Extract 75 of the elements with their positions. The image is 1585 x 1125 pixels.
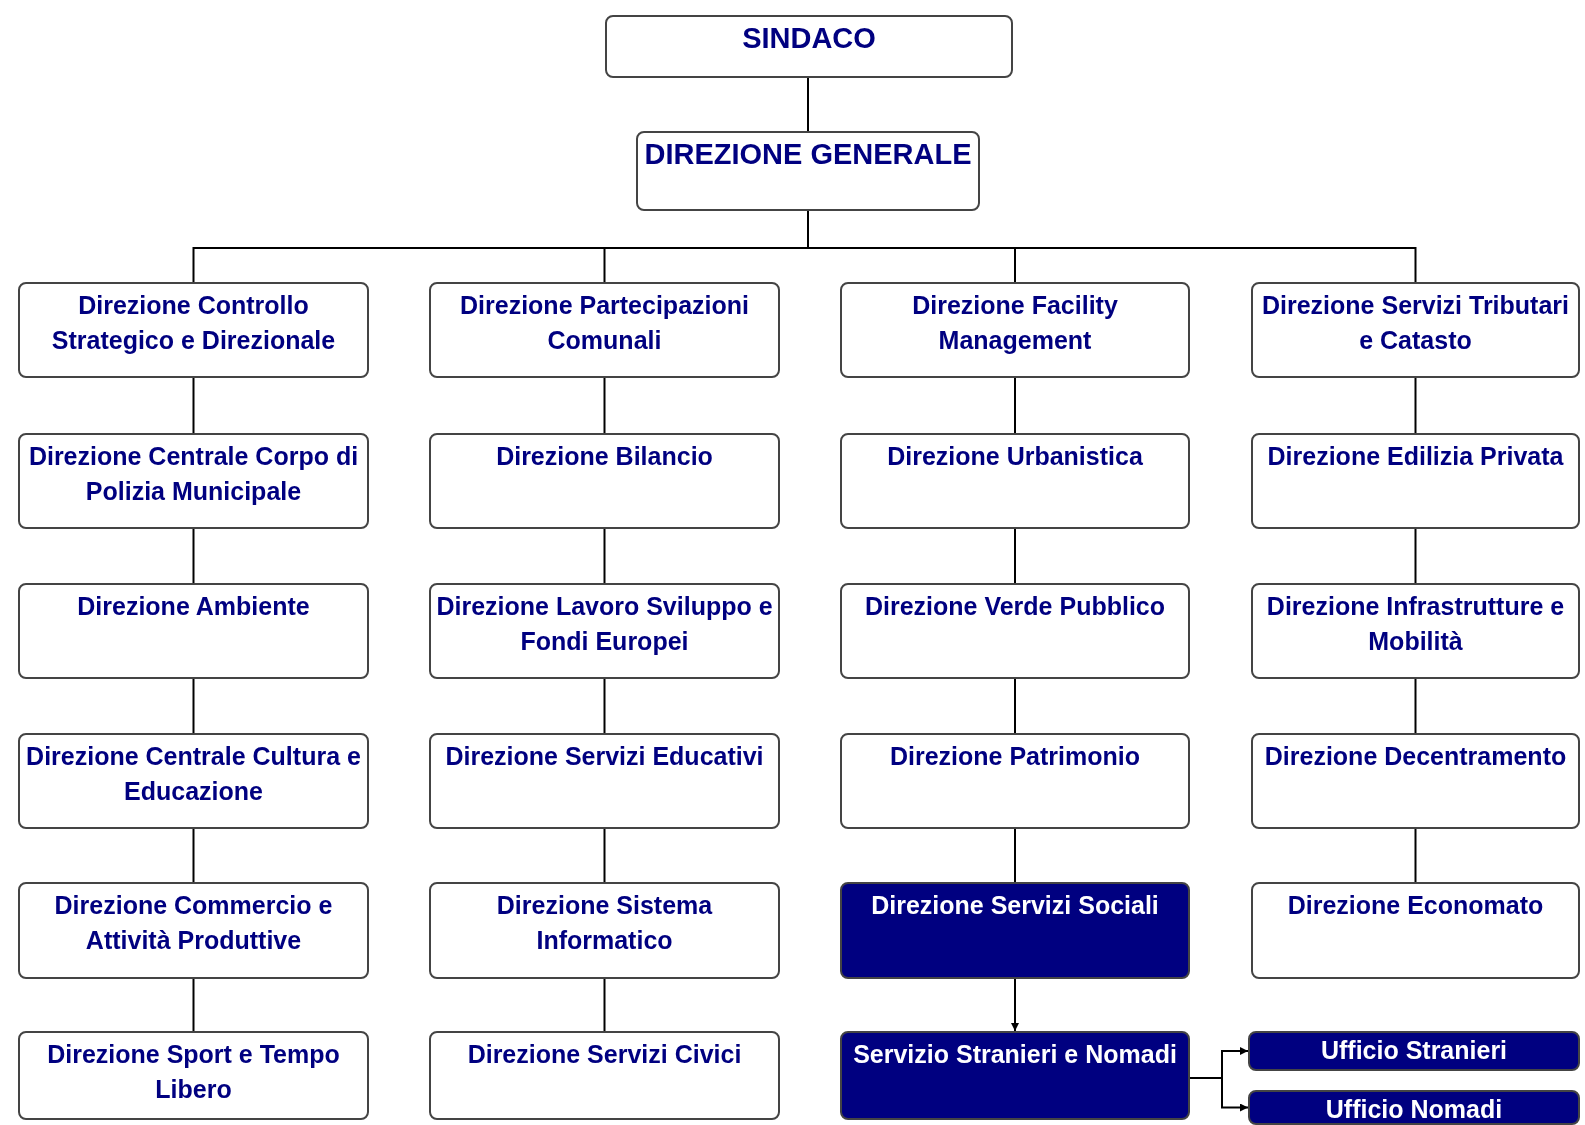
box-label: Direzione Controllo Strategico e Direzionale: [50, 290, 337, 356]
org-box: [429, 433, 780, 529]
connector-line: [1414, 678, 1417, 734]
org-box: [1251, 882, 1580, 979]
connector-line: [1014, 678, 1016, 734]
box-label: Direzione Ambiente: [77, 591, 310, 622]
arrow: [1189, 1077, 1249, 1112]
box-label: Direzione Lavoro Sviluppo e Fondi Europei: [435, 591, 774, 657]
box-label: Direzione Infrastrutture e Mobilità: [1265, 591, 1566, 657]
org-box: [18, 583, 369, 679]
box-label: Direzione Centrale Corpo di Polizia Municipale: [27, 441, 360, 507]
connector-line: [603, 528, 606, 584]
box-label: Direzione Patrimonio: [889, 741, 1140, 772]
org-box: [840, 733, 1190, 829]
box-label: Servizio Stranieri e Nomadi: [853, 1039, 1177, 1070]
org-box: [429, 583, 780, 679]
box-label: Direzione Servizi Sociali: [871, 890, 1159, 921]
box-label: Ufficio Stranieri: [1320, 1035, 1508, 1066]
connector-line: [192, 828, 195, 883]
box-label: Direzione Edilizia Privata: [1267, 441, 1564, 472]
box-label: Direzione Sistema Informatico: [495, 890, 714, 956]
org-box: [605, 15, 1013, 78]
connector-line: [1414, 377, 1417, 434]
org-box: [18, 882, 369, 979]
org-box: [18, 282, 369, 378]
box-label: SINDACO: [742, 21, 876, 56]
box-label: Direzione Decentramento: [1264, 741, 1567, 772]
org-box: [1248, 1090, 1580, 1125]
box-label: Ufficio Nomadi: [1325, 1094, 1503, 1125]
org-box: [429, 282, 780, 378]
org-box: [18, 1031, 369, 1120]
connector-line: [1014, 828, 1016, 883]
box-label: Direzione Servizi Tributari e Catasto: [1261, 290, 1570, 356]
box-label: Direzione Commercio e Attività Produttive: [53, 890, 334, 956]
box-label: Direzione Centrale Cultura e Educazione: [25, 741, 362, 807]
org-box: [429, 733, 780, 829]
box-label: Direzione Urbanistica: [887, 441, 1143, 472]
box-label: Direzione Economato: [1287, 890, 1544, 921]
org-box: [1251, 433, 1580, 529]
connector-line: [603, 377, 606, 434]
box-label: Direzione Bilancio: [496, 441, 713, 472]
connector-line: [192, 528, 195, 584]
connector-line: [192, 978, 195, 1032]
org-box: [429, 1031, 780, 1120]
org-box: [840, 1031, 1190, 1120]
org-box: [1248, 1031, 1580, 1071]
box-label: Direzione Partecipazioni Comunali: [459, 290, 750, 356]
connector-line: [603, 828, 606, 883]
box-label: Direzione Servizi Educativi: [445, 741, 764, 772]
connector-line: [603, 678, 606, 734]
org-box: [429, 882, 780, 979]
org-box: [840, 433, 1190, 529]
org-box: [1251, 733, 1580, 829]
connector-line: [807, 77, 809, 132]
box-label: Direzione Facility Management: [911, 290, 1119, 356]
org-box: [840, 583, 1190, 679]
connector-line: [1414, 828, 1417, 883]
box-label: Direzione Servizi Civici: [467, 1039, 742, 1070]
box-label: Direzione Sport e Tempo Libero: [46, 1039, 341, 1105]
connector-line: [1014, 528, 1016, 584]
connector-line: [192, 377, 195, 434]
org-box: [840, 882, 1190, 979]
org-box: [636, 131, 980, 211]
org-box: [18, 733, 369, 829]
box-label: Direzione Verde Pubblico: [864, 591, 1166, 622]
org-box: [1251, 282, 1580, 378]
org-box: [18, 433, 369, 529]
box-label: DIREZIONE GENERALE: [644, 137, 972, 172]
connector-line: [1014, 377, 1016, 434]
connector-line: [192, 678, 195, 734]
connector-line: [1414, 528, 1417, 584]
org-box: [1251, 583, 1580, 679]
connector-line: [603, 978, 606, 1032]
org-box: [840, 282, 1190, 378]
arrow: [1011, 978, 1019, 1032]
